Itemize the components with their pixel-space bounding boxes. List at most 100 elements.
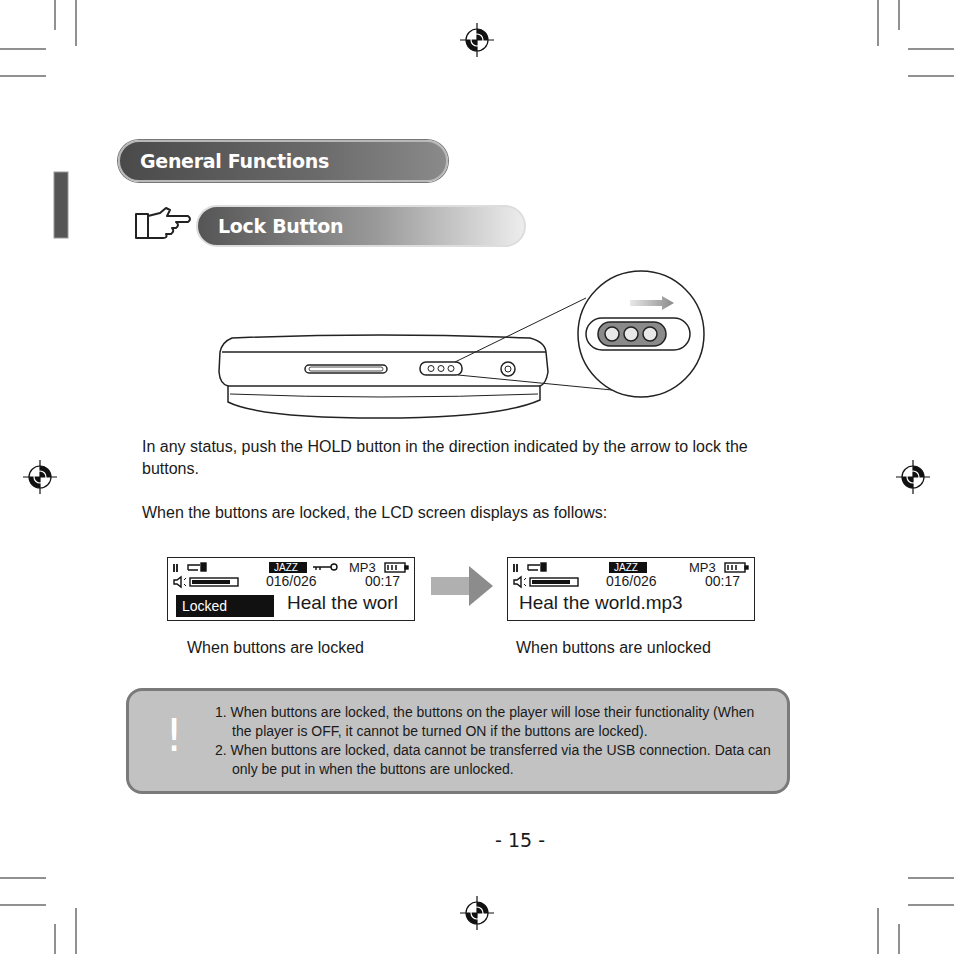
node-text: 2. When buttons are locked, data cannot … <box>215 741 771 779</box>
drawing-stroke <box>448 366 454 372</box>
registration-marks <box>23 23 930 930</box>
body-text: In any status, push the HOLD button in t… <box>142 436 782 480</box>
node-text: 1. When buttons are locked, the buttons … <box>215 703 771 741</box>
heading-band: General Functions <box>118 140 448 182</box>
drawing-stroke <box>190 578 238 586</box>
warning-mark: ! <box>142 712 206 760</box>
node-text: 016/026 <box>606 574 657 588</box>
drawing-stroke <box>136 214 148 238</box>
lcd-screen: 016/026 00:17MP3Heal the worl JAZZ Locked <box>167 557 415 621</box>
drawing-stroke <box>505 366 511 372</box>
flow-arrow <box>431 577 471 595</box>
drawing-stroke <box>428 366 434 372</box>
lcd-screen: 016/026 00:17MP3Heal the world.mp3 JAZZ <box>507 557 755 621</box>
drawing-stroke <box>528 565 540 570</box>
drawing-stroke <box>745 566 748 569</box>
drawing-stroke <box>460 896 494 930</box>
drawing-stroke <box>578 271 704 397</box>
drawing-stroke <box>34 471 46 483</box>
node-text: 00:17 <box>705 574 740 588</box>
drawing-stroke <box>309 367 383 371</box>
drawing-stroke <box>438 366 444 372</box>
drawing-stroke <box>174 564 177 572</box>
drawing-stroke <box>878 878 954 954</box>
page-number: - 15 - <box>470 829 570 851</box>
drawing-stroke <box>605 327 619 341</box>
drawing-stroke <box>530 578 578 586</box>
drawing-stroke <box>586 318 690 350</box>
drawing-stroke <box>219 335 548 418</box>
registration-mark <box>460 896 494 930</box>
drawing-stroke <box>228 385 540 387</box>
heading-band: Lock Button <box>196 205 526 247</box>
drawing-stroke <box>630 296 674 310</box>
drawing-stroke <box>0 878 76 954</box>
drawing-stroke <box>460 23 494 57</box>
drawing-stroke <box>0 0 76 76</box>
drawing-stroke <box>471 907 483 919</box>
drawing-stroke <box>230 394 538 397</box>
drawing-stroke <box>643 327 657 341</box>
drawing-stroke <box>458 375 612 390</box>
drawing-stroke <box>222 351 546 353</box>
drawing-stroke <box>896 460 930 494</box>
node-text: Locked <box>182 599 227 613</box>
registration-mark <box>460 23 494 57</box>
key-symbol <box>313 564 337 570</box>
drawing-stroke <box>878 0 954 76</box>
drawing-stroke <box>23 460 57 494</box>
side-tab <box>54 172 68 238</box>
drawing-stroke <box>455 298 586 362</box>
node-text: 016/026 <box>266 574 317 588</box>
node-text: JAZZ <box>614 563 638 573</box>
drawing-stroke <box>184 578 186 586</box>
drawing-stroke <box>201 563 206 571</box>
drawing-stroke <box>514 564 517 572</box>
drawing-stroke <box>471 34 483 46</box>
drawing-stroke <box>728 565 736 570</box>
node-text: Heal the world.mp3 <box>519 593 683 612</box>
drawing-stroke <box>305 365 387 373</box>
drawing-stroke <box>514 577 521 587</box>
drawing-stroke <box>501 362 515 376</box>
drawing-stroke <box>54 172 68 238</box>
drawing-stroke <box>331 564 337 570</box>
drawing-stroke <box>188 565 200 570</box>
lcd-tag: Locked <box>176 595 274 617</box>
drawing-stroke <box>313 567 331 570</box>
node-text: Lock Button <box>218 215 343 237</box>
drawing-stroke <box>907 471 919 483</box>
drawing-stroke <box>524 578 526 586</box>
body-text: When the buttons are locked, the LCD scr… <box>142 502 782 524</box>
node-text: MP3 <box>689 561 716 574</box>
drawing-stroke <box>541 563 546 571</box>
registration-mark <box>23 460 57 494</box>
drawing-stroke <box>624 327 638 341</box>
caption: When buttons are locked <box>187 638 427 658</box>
warning-box: 1. When buttons are locked, the buttons … <box>126 688 790 794</box>
drawing-stroke <box>405 566 408 569</box>
registration-mark <box>896 460 930 494</box>
node-text: JAZZ <box>274 563 298 573</box>
drawing-stroke <box>420 362 462 375</box>
drawing-stroke <box>192 580 230 584</box>
node-text: 00:17 <box>365 574 400 588</box>
lcd-tag: JAZZ <box>269 562 307 573</box>
drawing-stroke <box>388 565 396 570</box>
lcd-tag: JAZZ <box>609 562 647 573</box>
pointing-hand-icon <box>136 208 190 238</box>
lcd-icons <box>174 563 748 587</box>
caption: When buttons are unlocked <box>516 638 776 658</box>
drawing-stroke <box>725 563 745 572</box>
drawing-stroke <box>174 577 181 587</box>
node-text: General Functions <box>140 150 329 172</box>
drawing-stroke <box>598 322 666 346</box>
drawing-stroke <box>148 208 190 238</box>
node-text: MP3 <box>349 561 376 574</box>
drawing-stroke <box>55 0 899 954</box>
player-illustration <box>219 271 704 418</box>
node-text: Heal the worl <box>287 593 398 612</box>
drawing-stroke <box>532 580 570 584</box>
drawing-stroke <box>385 563 405 572</box>
